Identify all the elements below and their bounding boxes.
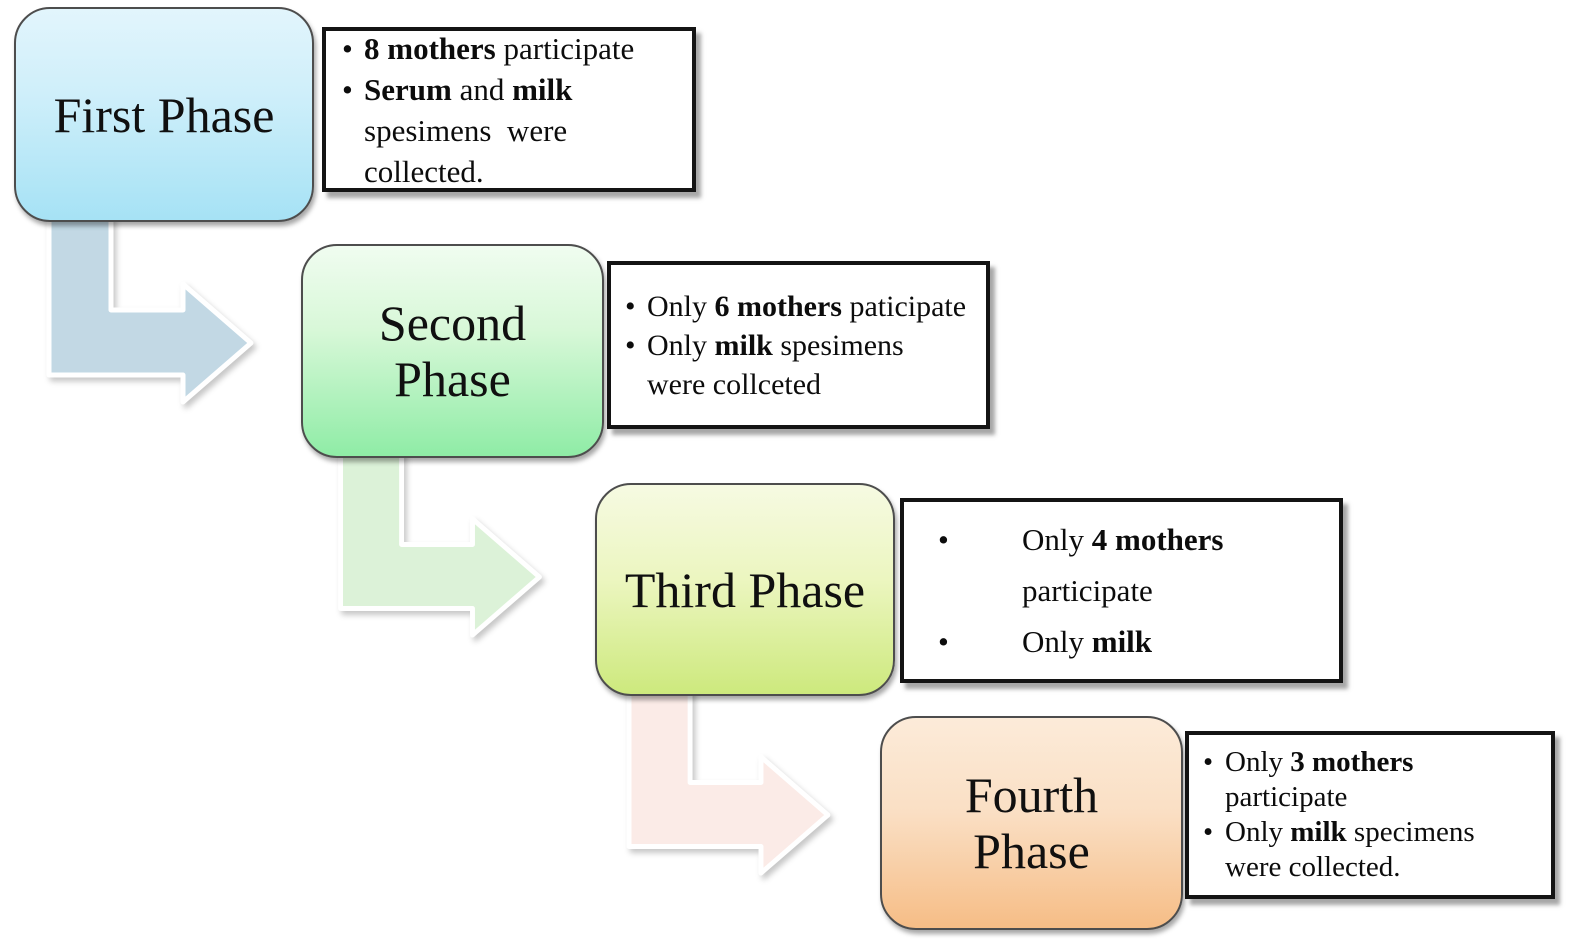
note-text-segment: Only bbox=[1225, 816, 1291, 848]
note-bullet: • Only 3 mothers participate bbox=[1203, 745, 1547, 815]
note-text-segment: milk bbox=[1290, 816, 1347, 848]
bullet-icon: • bbox=[342, 71, 353, 107]
note-text-segment: 3 mothers bbox=[1290, 746, 1414, 778]
note-text-segment: were collected. bbox=[1225, 851, 1401, 883]
note-text-segment: and bbox=[451, 71, 513, 107]
note-text-segment: spesimens bbox=[772, 328, 904, 362]
elbow-arrow-icon bbox=[46, 209, 254, 405]
note-text-segment: participate bbox=[1022, 573, 1153, 608]
phase-box-fourth: Fourth Phase bbox=[880, 716, 1183, 930]
elbow-arrow-icon bbox=[338, 445, 542, 638]
note-text-segment: 6 mothers bbox=[714, 289, 842, 323]
phase-label-first: First Phase bbox=[53, 86, 275, 143]
note-bullet: • Only 6 mothers paticipate bbox=[625, 287, 982, 326]
phase-label-third: Third Phase bbox=[624, 561, 866, 618]
elbow-arrow-first-to-second bbox=[45, 209, 255, 407]
elbow-arrow-icon bbox=[626, 683, 831, 876]
note-text-segment: collected. bbox=[364, 153, 484, 189]
elbow-arrow-third-to-fourth bbox=[622, 683, 835, 878]
note-box-first-phase: • 8 mothers participate • Serum and milk… bbox=[322, 27, 696, 192]
note-text-segment: milk bbox=[714, 328, 773, 362]
bullet-icon: • bbox=[625, 289, 636, 323]
phase-box-first: First Phase bbox=[14, 7, 314, 222]
note-text-segment: Only bbox=[1022, 522, 1092, 557]
bullet-icon: • bbox=[938, 522, 949, 557]
note-bullet: • Only milk bbox=[910, 616, 1333, 667]
note-text-segment: participate bbox=[1225, 781, 1348, 813]
note-box-second-phase: • Only 6 mothers paticipate • Only milk … bbox=[607, 261, 990, 429]
note-text-segment: paticipate bbox=[841, 289, 967, 323]
bullet-icon: • bbox=[342, 30, 353, 66]
note-text-segment: 8 mothers bbox=[364, 30, 496, 66]
note-bullet: • Serum and milk spesimens were collecte… bbox=[342, 69, 686, 192]
phase-box-second: Second Phase bbox=[301, 244, 604, 458]
note-text-segment: Only bbox=[647, 289, 715, 323]
note-text-segment: Serum bbox=[364, 71, 452, 107]
note-text-segment: specimens bbox=[1346, 816, 1475, 848]
note-text-segment: milk bbox=[512, 71, 573, 107]
note-bullet: • Only 4 mothers participate bbox=[910, 514, 1333, 616]
bullet-icon: • bbox=[938, 624, 949, 659]
note-text-segment: 4 mothers bbox=[1091, 522, 1224, 557]
elbow-arrow-second-to-third bbox=[333, 445, 547, 640]
bullet-icon: • bbox=[1203, 746, 1214, 778]
note-bullet: • Only milk spesimens were collceted bbox=[625, 326, 982, 404]
note-box-third-phase: • Only 4 mothers participate • Only milk bbox=[900, 498, 1343, 683]
note-text-segment: Only bbox=[1225, 746, 1291, 778]
bullet-icon: • bbox=[625, 328, 636, 362]
note-bullet: • 8 mothers participate bbox=[342, 28, 686, 69]
phase-label-fourth: Fourth Phase bbox=[964, 767, 1099, 879]
note-box-fourth-phase: • Only 3 mothers participate • Only milk… bbox=[1185, 731, 1555, 899]
phase-label-second: Second Phase bbox=[378, 295, 527, 407]
note-text-segment: Only bbox=[647, 328, 715, 362]
note-text-segment: spesimens were bbox=[364, 112, 568, 148]
bullet-icon: • bbox=[1203, 816, 1214, 848]
note-text-segment: Only bbox=[1022, 624, 1092, 659]
phase-box-third: Third Phase bbox=[595, 483, 895, 696]
note-text-segment: milk bbox=[1091, 624, 1153, 659]
note-bullet: • Only milk specimens were collected. bbox=[1203, 815, 1547, 885]
note-text-segment: participate bbox=[495, 30, 635, 66]
note-text-segment: were collceted bbox=[647, 367, 822, 401]
